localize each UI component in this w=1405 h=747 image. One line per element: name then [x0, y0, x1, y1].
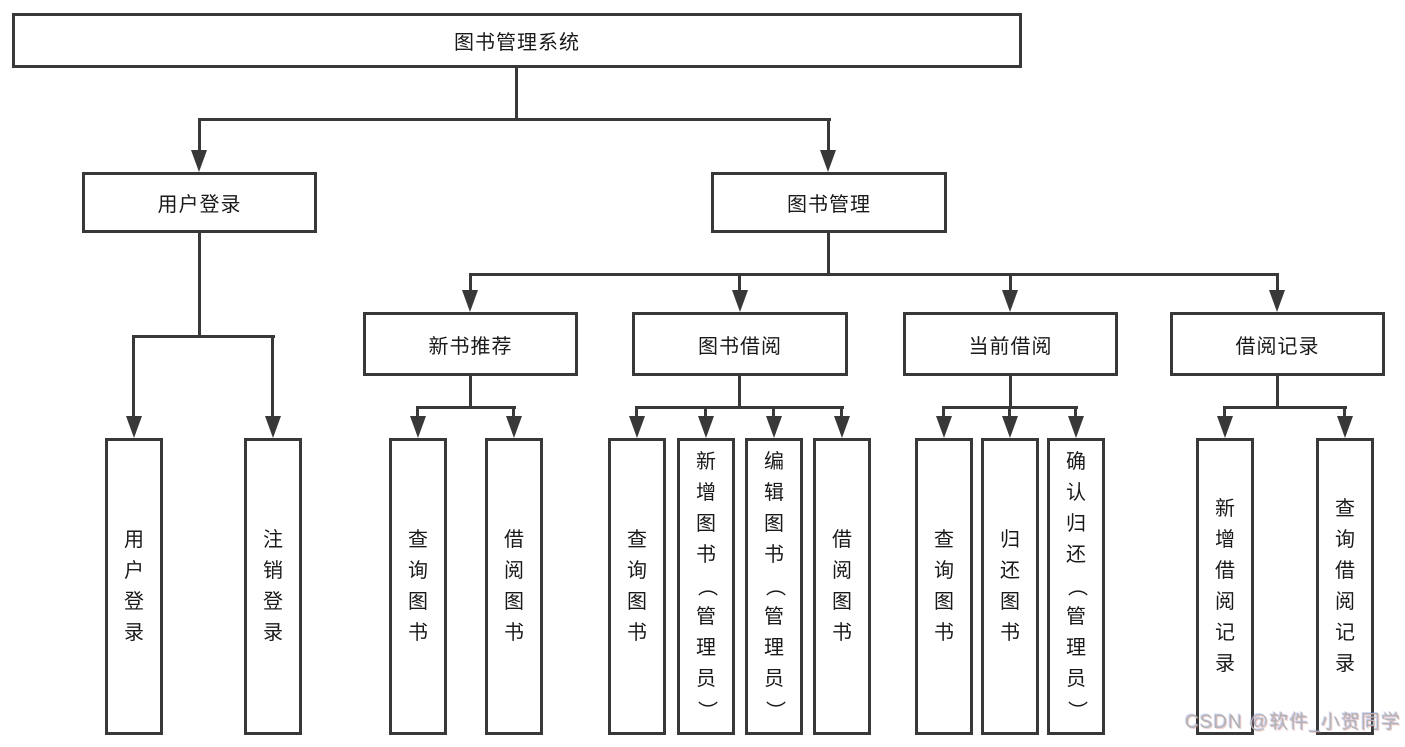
leaf-current-query-books: 查询图书 — [915, 438, 973, 735]
arrowhead-recommend-child1 — [410, 416, 426, 438]
arrowhead-borrowing-child4 — [834, 416, 850, 438]
connector-management-stem — [827, 118, 830, 152]
node-current-borrowing-label: 当前借阅 — [968, 335, 1053, 358]
leaf-borrowing-query-books: 查询图书 — [608, 438, 666, 735]
connector-level3-hline — [469, 273, 1279, 276]
csdn-watermark: CSDN @软件_小贺同学 — [1185, 712, 1401, 733]
connector-level2-hline — [198, 118, 831, 121]
node-new-book-recommend: 新书推荐 — [363, 312, 578, 376]
node-root-label: 图书管理系统 — [454, 32, 580, 54]
arrowhead-current-child2 — [1002, 416, 1018, 438]
connector-borrowing-child2-stem — [704, 406, 707, 418]
node-root: 图书管理系统 — [12, 13, 1022, 68]
node-user-login: 用户登录 — [82, 172, 317, 233]
connector-login-vline — [198, 233, 201, 338]
node-book-borrowing: 图书借阅 — [632, 312, 848, 376]
leaf-borrowing-query-books-label: 查询图书 — [627, 528, 647, 644]
leaf-logout: 注销登录 — [244, 438, 302, 735]
connector-borrowing-child4-stem — [840, 406, 843, 418]
arrowhead-borrowing-child3 — [766, 416, 782, 438]
arrowhead-borrowing — [732, 290, 748, 312]
leaf-current-confirm-return-admin: 确认归还（管理员） — [1047, 438, 1105, 735]
arrowhead-borrowing-child1 — [629, 416, 645, 438]
node-book-management-label: 图书管理 — [787, 194, 871, 216]
connector-borrowing-vline — [738, 376, 741, 409]
leaf-borrowing-add-books-admin: 新增图书（管理员） — [677, 438, 735, 735]
connector-login-child1-stem — [132, 335, 135, 418]
connector-root-vline — [515, 68, 518, 121]
leaf-records-query-record-label: 查询借阅记录 — [1335, 497, 1355, 675]
leaf-current-return-books-label: 归还图书 — [1000, 528, 1020, 644]
connector-recommend-vline — [469, 376, 472, 409]
connector-login-hline — [132, 335, 275, 338]
leaf-recommend-borrow-books-label: 借阅图书 — [504, 528, 524, 644]
connector-login-stem — [198, 118, 201, 152]
arrowhead-current — [1002, 290, 1018, 312]
connector-recommend-stem — [469, 273, 472, 292]
connector-current-vline — [1009, 376, 1012, 409]
arrowhead-current-child1 — [936, 416, 952, 438]
connector-current-child1-stem — [942, 406, 945, 418]
connector-management-vline — [827, 233, 830, 276]
arrowhead-recommend-child2 — [506, 416, 522, 438]
leaf-borrowing-edit-books-admin: 编辑图书（管理员） — [745, 438, 803, 735]
arrowhead-records-child1 — [1217, 416, 1233, 438]
leaf-records-add-record-label: 新增借阅记录 — [1215, 497, 1235, 675]
connector-recommend-hline — [416, 406, 516, 409]
connector-recommend-child1-stem — [416, 406, 419, 418]
node-new-book-recommend-label: 新书推荐 — [428, 335, 513, 358]
node-book-borrowing-label: 图书借阅 — [698, 335, 782, 358]
node-borrowing-records-label: 借阅记录 — [1235, 335, 1320, 358]
connector-records-child2-stem — [1343, 406, 1346, 418]
arrowhead-records — [1269, 290, 1285, 312]
node-current-borrowing: 当前借阅 — [903, 312, 1118, 376]
connector-records-child1-stem — [1223, 406, 1226, 418]
connector-login-child2-stem — [271, 335, 274, 418]
arrowhead-recommend — [462, 290, 478, 312]
arrowhead-management — [820, 150, 836, 172]
leaf-user-login: 用户登录 — [105, 438, 163, 735]
leaf-recommend-query-books: 查询图书 — [389, 438, 447, 735]
arrowhead-login-child1 — [126, 416, 142, 438]
leaf-records-query-record: 查询借阅记录 — [1316, 438, 1374, 735]
leaf-user-login-label: 用户登录 — [124, 528, 144, 644]
connector-records-stem — [1276, 273, 1279, 292]
leaf-borrowing-borrow-books: 借阅图书 — [813, 438, 871, 735]
leaf-records-add-record: 新增借阅记录 — [1196, 438, 1254, 735]
leaf-recommend-query-books-label: 查询图书 — [408, 528, 428, 644]
node-borrowing-records: 借阅记录 — [1170, 312, 1385, 376]
connector-records-hline — [1223, 406, 1347, 409]
leaf-borrowing-borrow-books-label: 借阅图书 — [832, 528, 852, 644]
arrowhead-current-child3 — [1068, 416, 1084, 438]
leaf-current-return-books: 归还图书 — [981, 438, 1039, 735]
node-book-management: 图书管理 — [711, 172, 947, 233]
leaf-borrowing-edit-books-admin-label: 编辑图书（管理员） — [763, 451, 786, 721]
leaf-recommend-borrow-books: 借阅图书 — [485, 438, 543, 735]
connector-current-child3-stem — [1074, 406, 1077, 418]
connector-current-stem — [1009, 273, 1012, 292]
leaf-borrowing-add-books-admin-label: 新增图书（管理员） — [695, 451, 718, 721]
connector-records-vline — [1276, 376, 1279, 409]
leaf-logout-label: 注销登录 — [263, 528, 283, 644]
connector-borrowing-stem — [738, 273, 741, 292]
node-user-login-label: 用户登录 — [157, 194, 242, 216]
connector-borrowing-hline — [635, 406, 844, 409]
connector-current-child2-stem — [1008, 406, 1011, 418]
connector-recommend-child2-stem — [512, 406, 515, 418]
leaf-current-query-books-label: 查询图书 — [934, 528, 954, 644]
arrowhead-records-child2 — [1337, 416, 1353, 438]
connector-borrowing-child1-stem — [635, 406, 638, 418]
arrowhead-login — [191, 150, 207, 172]
arrowhead-borrowing-child2 — [698, 416, 714, 438]
leaf-current-confirm-return-admin-label: 确认归还（管理员） — [1065, 451, 1088, 721]
arrowhead-login-child2 — [265, 416, 281, 438]
connector-borrowing-child3-stem — [772, 406, 775, 418]
